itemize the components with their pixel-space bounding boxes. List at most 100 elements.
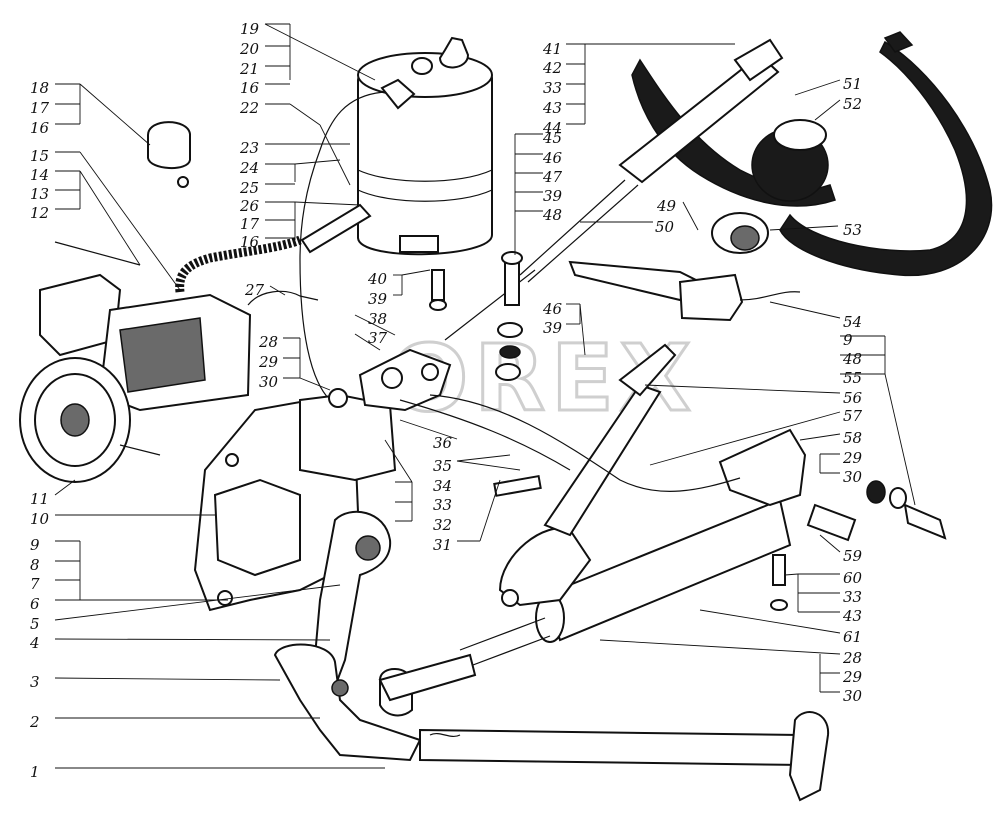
callout-label-c29c: 29 xyxy=(842,668,863,686)
leader-line xyxy=(54,677,281,681)
callout-label-c25: 25 xyxy=(239,179,259,197)
callout-label-c21: 21 xyxy=(239,60,259,78)
leader-line xyxy=(814,99,841,121)
callout-label-c40: 40 xyxy=(367,270,388,288)
callout-label-c26: 26 xyxy=(239,197,260,215)
callout-label-c33c: 33 xyxy=(843,588,862,606)
leader-line xyxy=(399,419,458,440)
callout-label-c30c: 30 xyxy=(843,687,863,705)
universal-joint xyxy=(358,348,452,412)
callout-label-c3: 3 xyxy=(30,673,40,691)
callout-label-c49: 49 xyxy=(656,197,677,215)
leader-line xyxy=(401,269,431,276)
leader-line xyxy=(769,225,839,231)
leader-line xyxy=(54,584,341,621)
callout-label-c32: 32 xyxy=(433,516,452,534)
callout-label-c61: 61 xyxy=(843,628,862,646)
leader-line xyxy=(299,377,331,391)
hose-57 xyxy=(429,394,741,493)
leader-line xyxy=(354,314,396,336)
callout-label-c55: 55 xyxy=(843,369,862,387)
callout-label-c28a: 28 xyxy=(258,333,278,351)
oil-reservoir-tank xyxy=(357,36,493,256)
pitman-arm xyxy=(310,510,392,702)
leader-line xyxy=(79,151,181,291)
leader-line xyxy=(599,639,841,655)
steering-gear-box xyxy=(193,388,397,612)
callout-label-c38: 38 xyxy=(368,310,387,328)
leader-line xyxy=(294,159,341,165)
hose-tank-line xyxy=(299,91,386,401)
callout-label-c30b: 30 xyxy=(843,468,863,486)
callout-label-c56: 56 xyxy=(843,389,863,407)
leader-line xyxy=(289,103,321,126)
callout-label-c6: 6 xyxy=(30,595,40,613)
callout-label-c1: 1 xyxy=(30,763,40,781)
leader-line xyxy=(79,170,141,266)
steering-arm xyxy=(273,643,422,762)
callout-label-c27: 27 xyxy=(244,281,265,299)
callout-label-c23: 23 xyxy=(239,139,259,157)
callout-label-c10: 10 xyxy=(30,510,50,528)
callout-label-c33a: 33 xyxy=(543,79,562,97)
callout-labels: 1920211622232425261716181716151413124142… xyxy=(29,20,916,781)
leader-line xyxy=(79,83,151,146)
callout-label-c9a: 9 xyxy=(843,331,853,349)
pin-rod xyxy=(54,241,141,266)
callout-label-c60: 60 xyxy=(843,569,863,587)
callout-label-c35: 35 xyxy=(433,457,452,475)
leader-line xyxy=(794,79,841,96)
callout-label-c33b: 33 xyxy=(433,496,452,514)
callout-label-c7: 7 xyxy=(30,575,40,593)
callout-label-c45: 45 xyxy=(542,129,562,147)
leader-line xyxy=(769,301,841,319)
leader-line xyxy=(456,460,521,471)
callout-label-c46b: 46 xyxy=(542,300,563,318)
power-cylinder xyxy=(378,428,807,702)
hose-36 xyxy=(399,399,571,471)
callout-label-c4: 4 xyxy=(29,634,40,652)
callout-label-c24: 24 xyxy=(239,159,259,177)
callout-label-c39c: 39 xyxy=(543,319,563,337)
callout-label-c14: 14 xyxy=(30,166,49,184)
callout-label-c44: 44 xyxy=(542,119,562,137)
bolt-nut-stack xyxy=(495,251,523,381)
callout-label-c16b: 16 xyxy=(240,233,260,251)
leader-line xyxy=(579,303,586,356)
callout-label-c2: 2 xyxy=(29,713,40,731)
steering-hub xyxy=(711,212,769,254)
callout-label-c34: 34 xyxy=(433,477,452,495)
callout-label-c29a: 29 xyxy=(258,353,279,371)
leader-line xyxy=(54,638,331,641)
callout-label-c58: 58 xyxy=(843,429,862,447)
callout-label-c39a: 39 xyxy=(543,187,563,205)
leader-line xyxy=(819,534,841,553)
callout-label-c19: 19 xyxy=(240,20,260,38)
leader-line xyxy=(799,433,841,441)
bolt-right xyxy=(866,480,947,540)
leader-line xyxy=(384,439,413,483)
callout-label-c36: 36 xyxy=(433,434,453,452)
tie-rod xyxy=(379,668,830,802)
callout-label-c9b: 9 xyxy=(30,536,40,554)
steering-wheel xyxy=(631,31,993,277)
column-switch xyxy=(568,260,801,322)
callout-label-c22: 22 xyxy=(239,99,259,117)
leader-line xyxy=(884,373,916,506)
leader-line xyxy=(264,23,376,81)
callout-label-c18: 18 xyxy=(30,79,49,97)
callout-label-c54: 54 xyxy=(843,313,862,331)
callout-label-c48a: 48 xyxy=(542,206,562,224)
leader-line xyxy=(644,384,841,394)
leader-line xyxy=(649,411,841,466)
callout-label-c41: 41 xyxy=(542,40,562,58)
callout-label-c8: 8 xyxy=(30,556,40,574)
callout-label-c50: 50 xyxy=(655,218,675,236)
callout-label-c5: 5 xyxy=(30,615,40,633)
callout-label-c28b: 28 xyxy=(842,649,862,667)
callout-label-c17a: 17 xyxy=(240,215,260,233)
callout-label-c29b: 29 xyxy=(842,449,863,467)
leader-line xyxy=(682,201,699,231)
pin-59 xyxy=(806,503,857,542)
